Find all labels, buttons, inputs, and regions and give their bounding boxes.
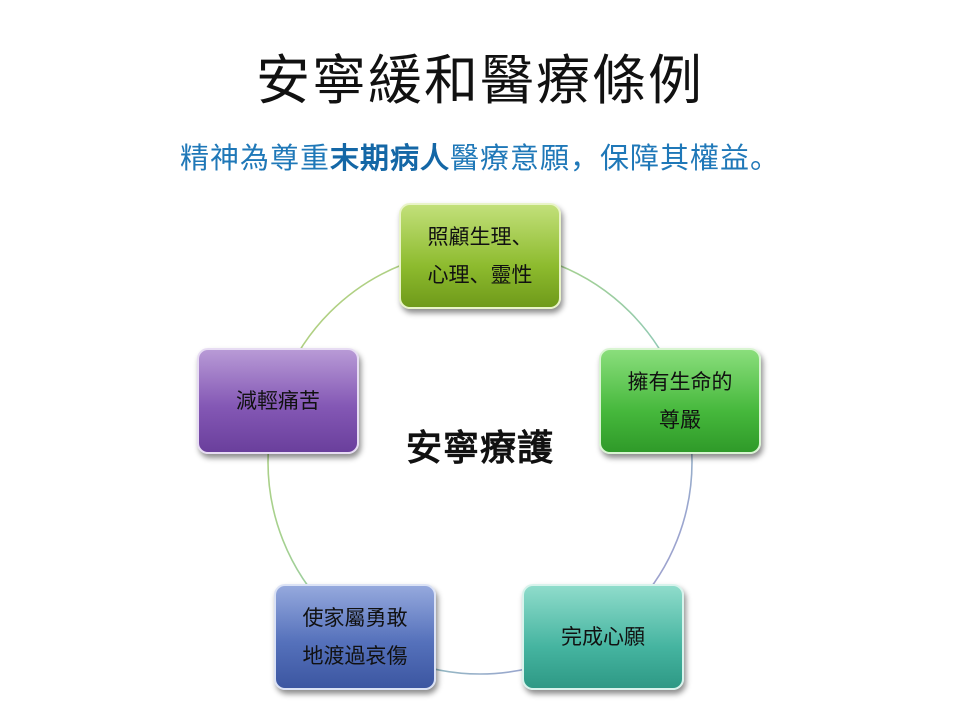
subtitle-text-2: 醫療意願，保障其權益。 (450, 141, 781, 175)
center-label: 安寧療護 (405, 428, 554, 469)
slide-subtitle: 精神為尊重末期病人醫療意願，保障其權益。 (0, 136, 960, 180)
cycle-node-family-grief: 使家屬勇敢 地渡過哀傷 (274, 584, 436, 690)
cycle-node-relieve-pain: 減輕痛苦 (197, 348, 359, 454)
slide-title: 安寧緩和醫療條例 (256, 49, 704, 112)
subtitle-emphasis: 末期病人 (329, 141, 450, 175)
cycle-node-holistic-care: 照顧生理、 心理、靈性 (399, 203, 561, 309)
subtitle-text-1: 精神為尊重 (179, 141, 330, 175)
cycle-node-wishes: 完成心願 (522, 584, 684, 690)
cycle-node-dignity: 擁有生命的 尊嚴 (599, 348, 761, 454)
